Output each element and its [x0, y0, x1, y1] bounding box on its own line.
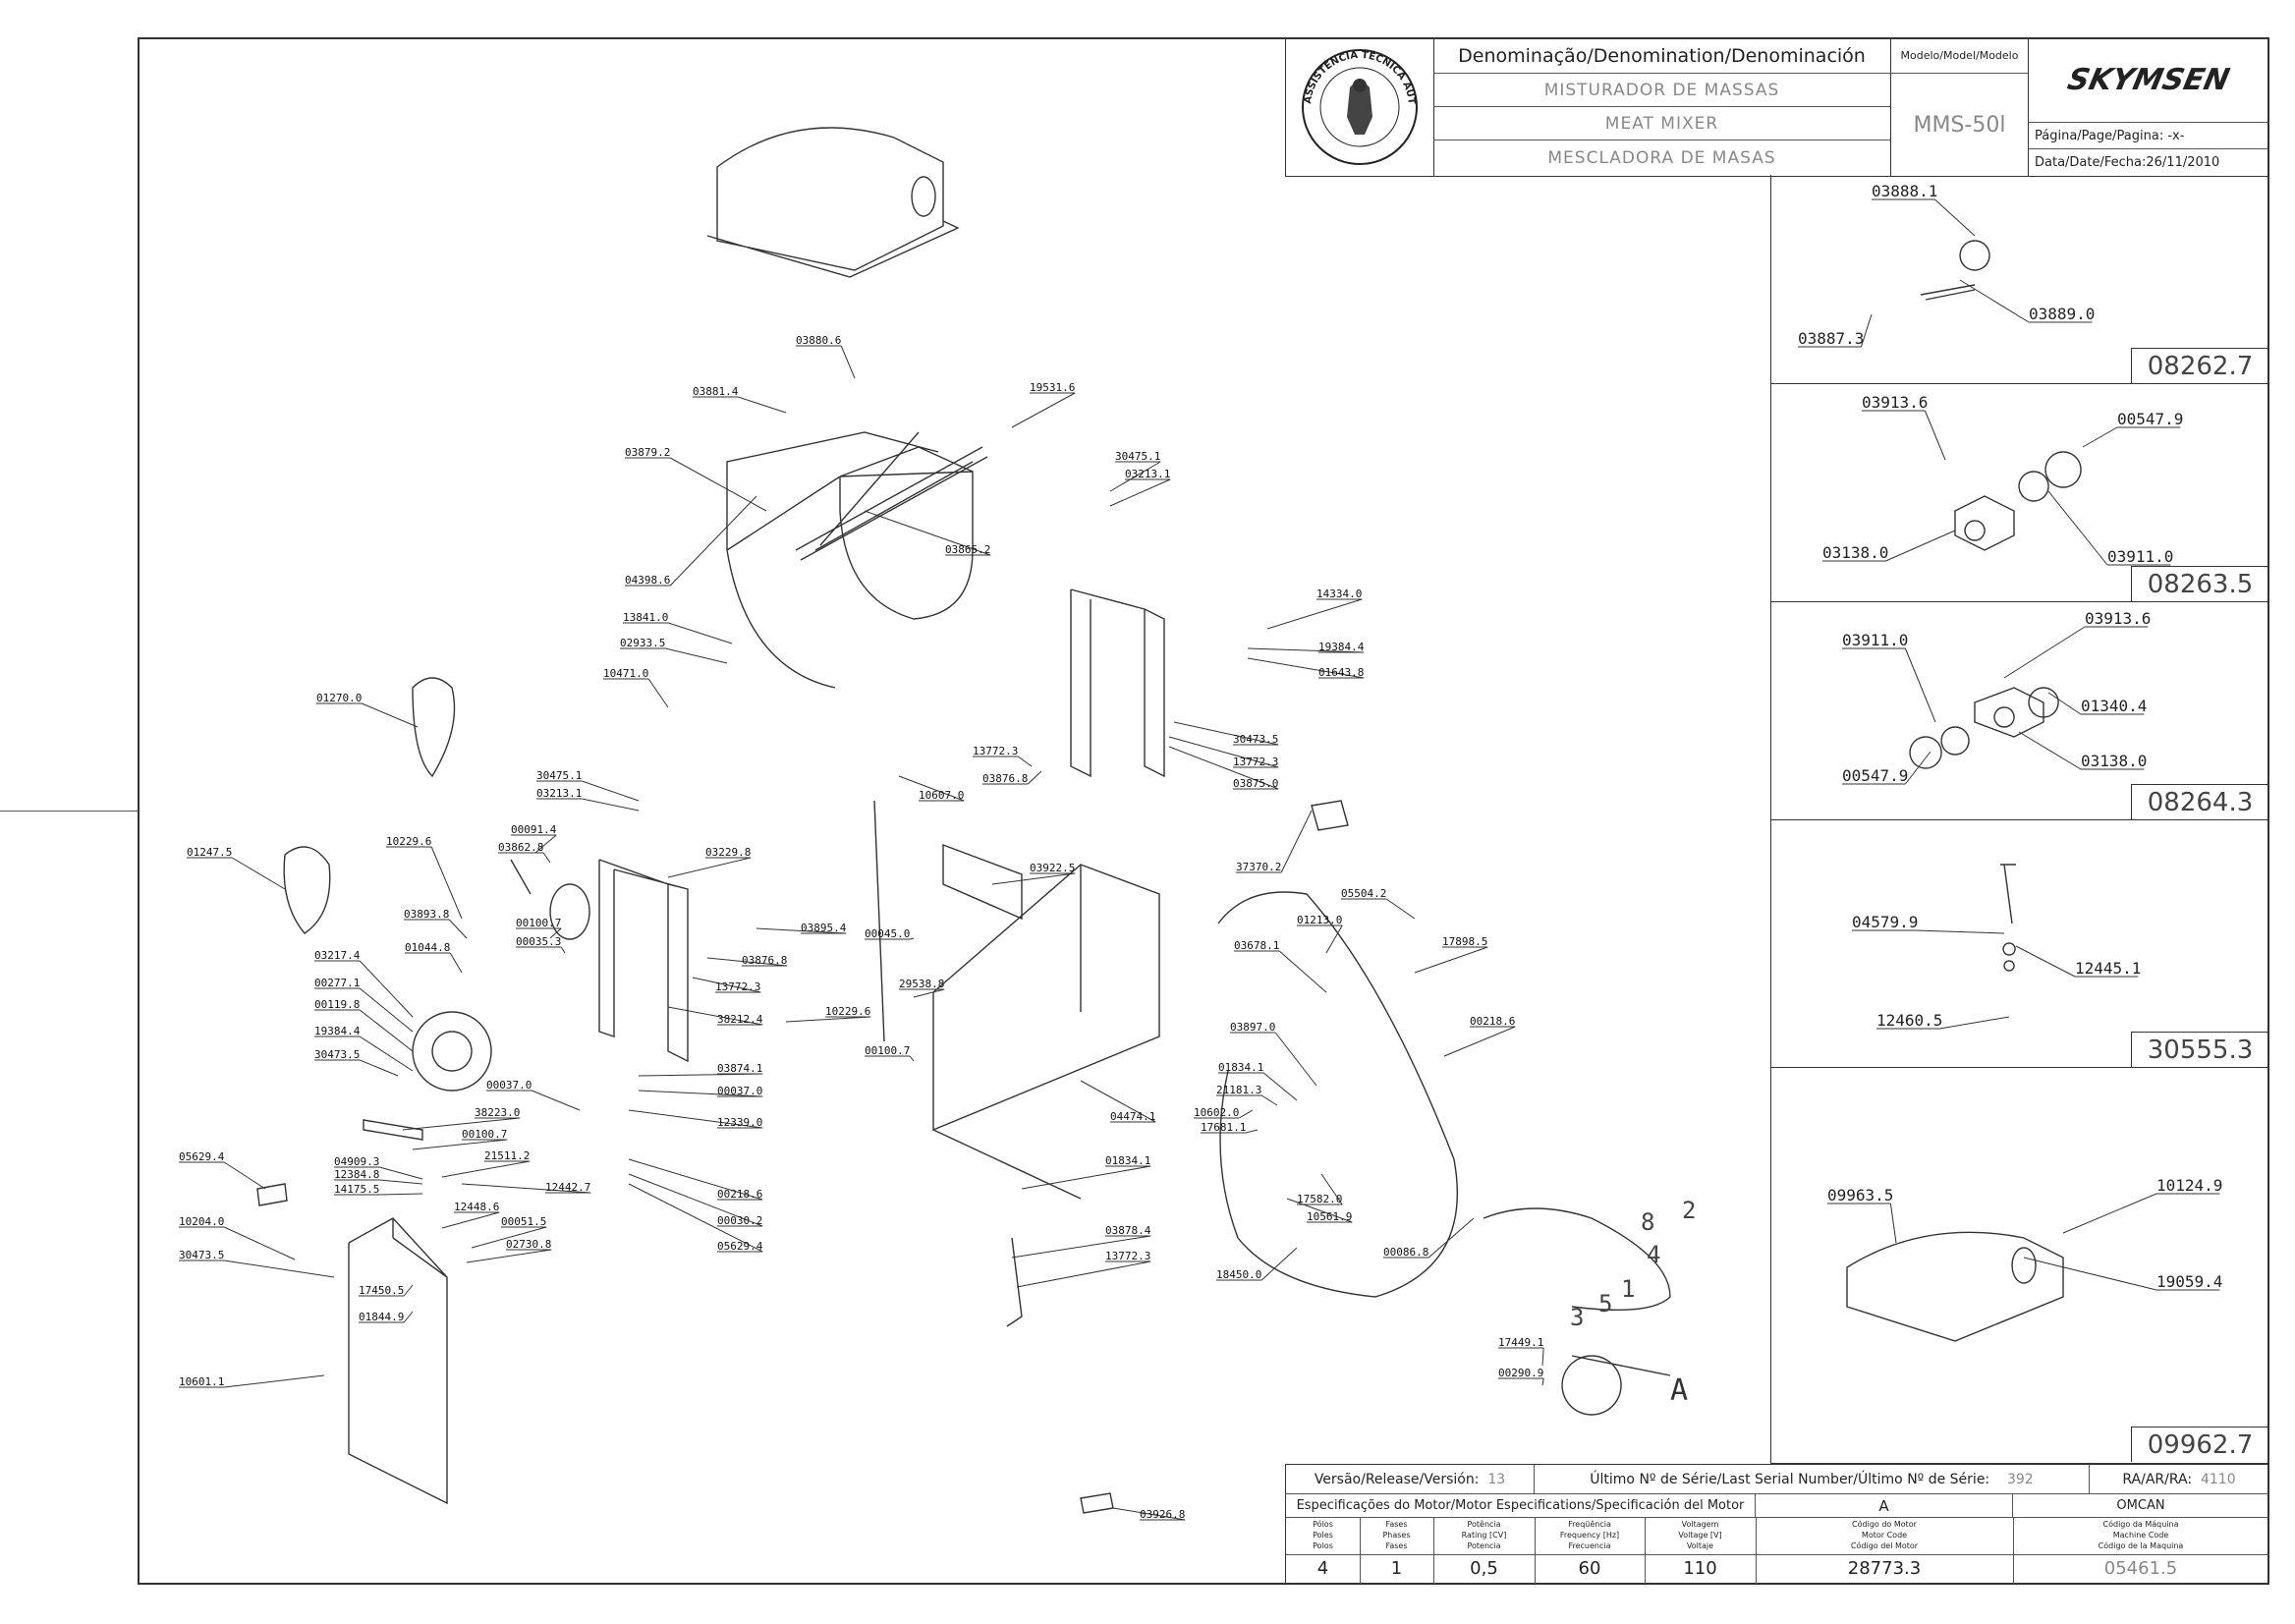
- spec-value: 4: [1286, 1554, 1360, 1582]
- motor-letter: A: [1756, 1494, 2013, 1518]
- spec-header-3: Código del Motor: [1850, 1540, 1919, 1550]
- product-name-es: MESCLADORA DE MASAS: [1547, 148, 1776, 168]
- spec-header-3: Frecuencia: [1568, 1540, 1611, 1550]
- spec-header-1: Pólos: [1313, 1519, 1333, 1529]
- model-header: Modelo/Model/Modelo: [1890, 38, 2028, 74]
- ra-cell: RA/AR/RA: 4110: [2090, 1465, 2268, 1494]
- product-name-pt: MISTURADOR DE MASSAS: [1433, 74, 1890, 107]
- title-block: ASSISTÊNCIA TÉCNICA AUTORIZADA Denominaç…: [1282, 30, 2269, 177]
- spec-header-3: Código de la Maquina: [2098, 1540, 2184, 1550]
- spec-header-1: Código da Máquina: [2102, 1519, 2179, 1529]
- spec-header-2: Frequency [Hz]: [1559, 1530, 1620, 1540]
- spec-header-1: Potência: [1467, 1519, 1501, 1529]
- spec-header-2: Phases: [1382, 1530, 1411, 1540]
- spec-col-poles: Pólos Poles Polos 4: [1286, 1518, 1361, 1584]
- subassembly-panel: 08262.7 08263.5 08264.3 30555.3 09962.7: [1770, 175, 2269, 1464]
- denomination-header: Denominação/Denomination/Denominación: [1433, 38, 1890, 74]
- subassembly-09962: 09962.7: [1771, 1067, 2268, 1462]
- ra-value: 4110: [2200, 1471, 2236, 1487]
- page-row: Página/Page/Pagina: -x-: [2028, 123, 2268, 149]
- spec-col-frequency: Freqüência Frequency [Hz] Frecuencia 60: [1535, 1518, 1646, 1584]
- machine-brand: OMCAN: [2013, 1494, 2268, 1518]
- spec-header-2: Rating [CV]: [1461, 1530, 1507, 1540]
- spec-header-3: Polos: [1313, 1540, 1333, 1550]
- spec-value: 60: [1535, 1554, 1645, 1582]
- authorized-stamp: ASSISTÊNCIA TÉCNICA AUTORIZADA: [1282, 30, 1434, 176]
- release-value: 13: [1487, 1471, 1506, 1487]
- spec-col-phases: Fases Phases Fases 1: [1360, 1518, 1434, 1584]
- spec-col-rating: Potência Rating [CV] Potencia 0,5: [1433, 1518, 1536, 1584]
- release-label: Versão/Release/Versión:: [1314, 1471, 1480, 1487]
- spec-header-3: Potencia: [1467, 1540, 1501, 1550]
- subassembly-code: 08263.5: [2131, 566, 2268, 601]
- fold-mark: [0, 811, 138, 812]
- spec-col-motor-code: Código do Motor Motor Code Código del Mo…: [1756, 1518, 2014, 1584]
- spec-value: 110: [1645, 1554, 1756, 1582]
- spec-header-3: Fases: [1385, 1540, 1408, 1550]
- spec-header-2: Machine Code: [2112, 1530, 2169, 1540]
- release-cell: Versão/Release/Versión: 13: [1286, 1465, 1535, 1494]
- spec-col-voltage: Voltagem Voltage [V] Voltaje 110: [1645, 1518, 1757, 1584]
- spec-value: 0,5: [1433, 1554, 1535, 1582]
- stamp-logo-icon: ASSISTÊNCIA TÉCNICA AUTORIZADA: [1282, 30, 1418, 165]
- subassembly-08262: 08262.7: [1771, 175, 2268, 384]
- spec-header-2: Poles: [1313, 1530, 1333, 1540]
- subassembly-code: 08262.7: [2131, 348, 2268, 383]
- date-value: 26/11/2010: [2146, 155, 2220, 170]
- subassembly-code: 30555.3: [2131, 1032, 2268, 1067]
- spec-header-1: Código do Motor: [1852, 1519, 1917, 1529]
- spec-header-3: Voltaje: [1686, 1540, 1714, 1550]
- subassembly-08264: 08264.3: [1771, 601, 2268, 820]
- motor-spec-label: Especificações do Motor/Motor Especifica…: [1286, 1494, 1756, 1518]
- spec-header-1: Voltagem: [1681, 1519, 1719, 1529]
- spec-header-1: Freqüência: [1568, 1519, 1611, 1529]
- brand-name: SKYMSEN: [2064, 63, 2233, 97]
- model-value: MMS-50l: [1890, 74, 2028, 176]
- ra-label: RA/AR/RA:: [2122, 1471, 2193, 1487]
- serial-value: 392: [2006, 1471, 2034, 1487]
- product-name-en: MEAT MIXER: [1433, 107, 1890, 140]
- page-label: Página/Page/Pagina:: [2035, 128, 2164, 143]
- spec-header-2: Voltage [V]: [1678, 1530, 1722, 1540]
- serial-label: Último Nº de Série/Last Serial Number/Úl…: [1590, 1471, 1990, 1487]
- spec-header-2: Motor Code: [1861, 1530, 1908, 1540]
- spec-col-machine-code: Código da Máquina Machine Code Código de…: [2013, 1518, 2268, 1584]
- spec-header-1: Fases: [1385, 1519, 1408, 1529]
- spec-value: 28773.3: [1756, 1554, 2013, 1582]
- serial-cell: Último Nº de Série/Last Serial Number/Úl…: [1535, 1465, 2090, 1494]
- motor-spec-table: Versão/Release/Versión: 13 Último Nº de …: [1285, 1464, 2269, 1585]
- subassembly-code: 09962.7: [2131, 1427, 2268, 1462]
- page-value: -x-: [2167, 128, 2185, 143]
- spec-value: 1: [1360, 1554, 1433, 1582]
- date-row: Data/Date/Fecha:26/11/2010: [2028, 149, 2268, 176]
- spec-value: 05461.5: [2013, 1554, 2268, 1582]
- brand-logo: SKYMSEN: [2028, 38, 2268, 123]
- subassembly-code: 08264.3: [2131, 784, 2268, 819]
- date-label: Data/Date/Fecha:: [2035, 155, 2147, 170]
- subassembly-30555: 30555.3: [1771, 819, 2268, 1068]
- subassembly-08263: 08263.5: [1771, 383, 2268, 602]
